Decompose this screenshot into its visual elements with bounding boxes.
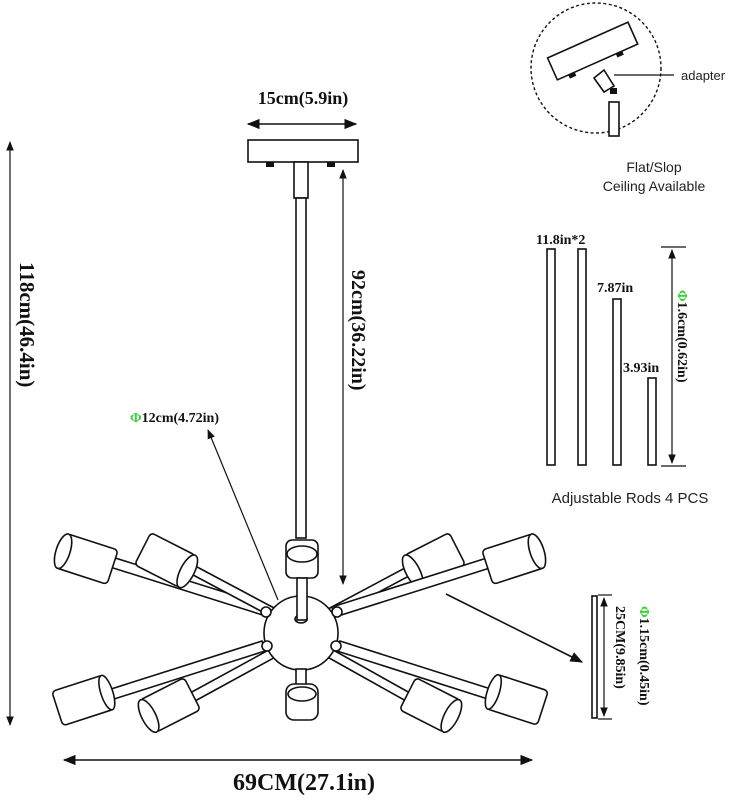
phi-icon: Φ	[130, 411, 142, 426]
arm-detail-rod	[591, 595, 598, 719]
overall-width-label: 69CM(27.1in)	[233, 770, 375, 796]
rod-11-8in-b	[577, 248, 587, 466]
inset-caption-line2: Ceiling Available	[603, 178, 706, 194]
arm-lower-right-inner	[320, 644, 463, 734]
arm-lower-left-outer	[52, 639, 266, 726]
phi-icon: Φ	[674, 290, 689, 302]
phi-icon: Φ	[636, 606, 651, 618]
rod-7-87in	[612, 298, 622, 466]
arm-detail: 25CM(9.85in) Φ1.15cm(0.45in)	[591, 594, 651, 720]
svg-text:Φ1.15cm(0.45in): Φ1.15cm(0.45in)	[636, 606, 651, 706]
body-diameter-leader	[207, 429, 279, 601]
inset-dashed-circle	[530, 2, 662, 134]
rods-caption: Adjustable Rods 4 PCS	[552, 490, 709, 507]
rod-label-7-87in: 7.87in	[597, 281, 633, 296]
arm-detail-arrow	[445, 593, 584, 663]
ceiling-canopy	[247, 139, 359, 199]
arm-length-label: 25CM(9.85in)	[612, 606, 627, 689]
svg-text:92cm(36.22in): 92cm(36.22in)	[347, 270, 369, 391]
rod-stub	[608, 101, 620, 137]
rod-label-3-93in: 3.93in	[623, 361, 659, 376]
body-diameter-label: Φ12cm(4.72in)	[130, 411, 219, 426]
rod-3-93in	[647, 377, 657, 466]
canopy-width-label: 15cm(5.9in)	[258, 88, 348, 109]
arm-bottom-vertical	[285, 668, 319, 721]
adapter-label: adapter	[681, 68, 726, 83]
adapter-icon	[592, 68, 616, 94]
svg-text:25CM(9.85in): 25CM(9.85in)	[612, 606, 627, 689]
inset-caption-line1: Flat/Slop	[626, 159, 681, 175]
fixture	[52, 533, 549, 734]
arm-lower-right-outer	[336, 639, 549, 725]
adapter-joint	[610, 88, 617, 94]
arm-lower-left-inner	[137, 644, 283, 734]
rod-11-8in-a	[546, 248, 556, 466]
arm-upper-right-outer	[331, 533, 547, 619]
arm-diameter-label: Φ1.15cm(0.45in)	[636, 606, 651, 706]
overall-height-label: 118cm(46.4in)	[15, 262, 39, 387]
arm-top-vertical	[285, 539, 319, 621]
rod-diameter-label: Φ1.6cm(0.62in)	[674, 290, 689, 383]
svg-text:118cm(46.4in): 118cm(46.4in)	[15, 262, 39, 387]
sloped-canopy-icon	[546, 21, 639, 81]
sloped-ceiling-inset: adapter Flat/Slop Ceiling Available	[530, 2, 726, 194]
hanging-rod	[295, 197, 307, 539]
arm-upper-left-inner	[135, 533, 278, 619]
rod-length-label: 92cm(36.22in)	[347, 270, 369, 391]
adjustable-rods: 11.8in*2 7.87in 3.93in Φ1.6cm(0.62in) Ad…	[536, 233, 708, 507]
rod-label-11-8in: 11.8in*2	[536, 233, 585, 248]
svg-text:Φ1.6cm(0.62in): Φ1.6cm(0.62in)	[674, 290, 689, 383]
